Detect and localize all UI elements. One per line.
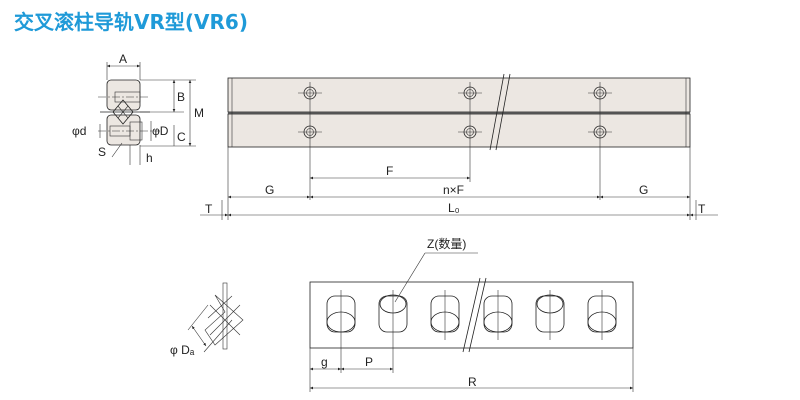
dim-F-label: F <box>386 164 393 178</box>
dim-nF-label: n×F <box>443 183 464 197</box>
dim-L0-label: L₀ <box>448 201 460 215</box>
dim-B-label: B <box>177 90 185 104</box>
retainer-view: Z(数量) g P R <box>309 236 634 392</box>
mounting-holes <box>298 82 612 200</box>
dim-G-left-label: G <box>265 183 274 197</box>
dim-d-label: φd <box>72 124 86 138</box>
rail-side-view: F G n×F G L₀ T T <box>200 73 718 220</box>
dim-M-label: M <box>194 106 204 120</box>
dim-g-label: g <box>321 355 328 369</box>
dim-S-label: S <box>98 145 106 159</box>
cross-section-view: A B M C φd φD S h <box>72 52 204 165</box>
dim-A-label: A <box>119 52 127 66</box>
dim-Da-label: φ Dₐ <box>170 343 195 357</box>
dim-T-right-label: T <box>698 202 706 216</box>
dim-D-label: φD <box>152 124 169 138</box>
dim-Z-label: Z(数量) <box>427 236 466 251</box>
dim-G-right-label: G <box>639 183 648 197</box>
dim-R-label: R <box>468 375 477 389</box>
break-mark <box>462 277 487 353</box>
dim-C-label: C <box>177 130 186 144</box>
roller-detail-view: φ Dₐ <box>170 282 244 357</box>
page-title: 交叉滚柱导轨VR型(VR6) <box>14 10 248 34</box>
dim-T-left-label: T <box>205 202 213 216</box>
dim-P-label: P <box>365 355 373 369</box>
dim-h-label: h <box>146 151 153 165</box>
break-mark <box>489 73 511 151</box>
